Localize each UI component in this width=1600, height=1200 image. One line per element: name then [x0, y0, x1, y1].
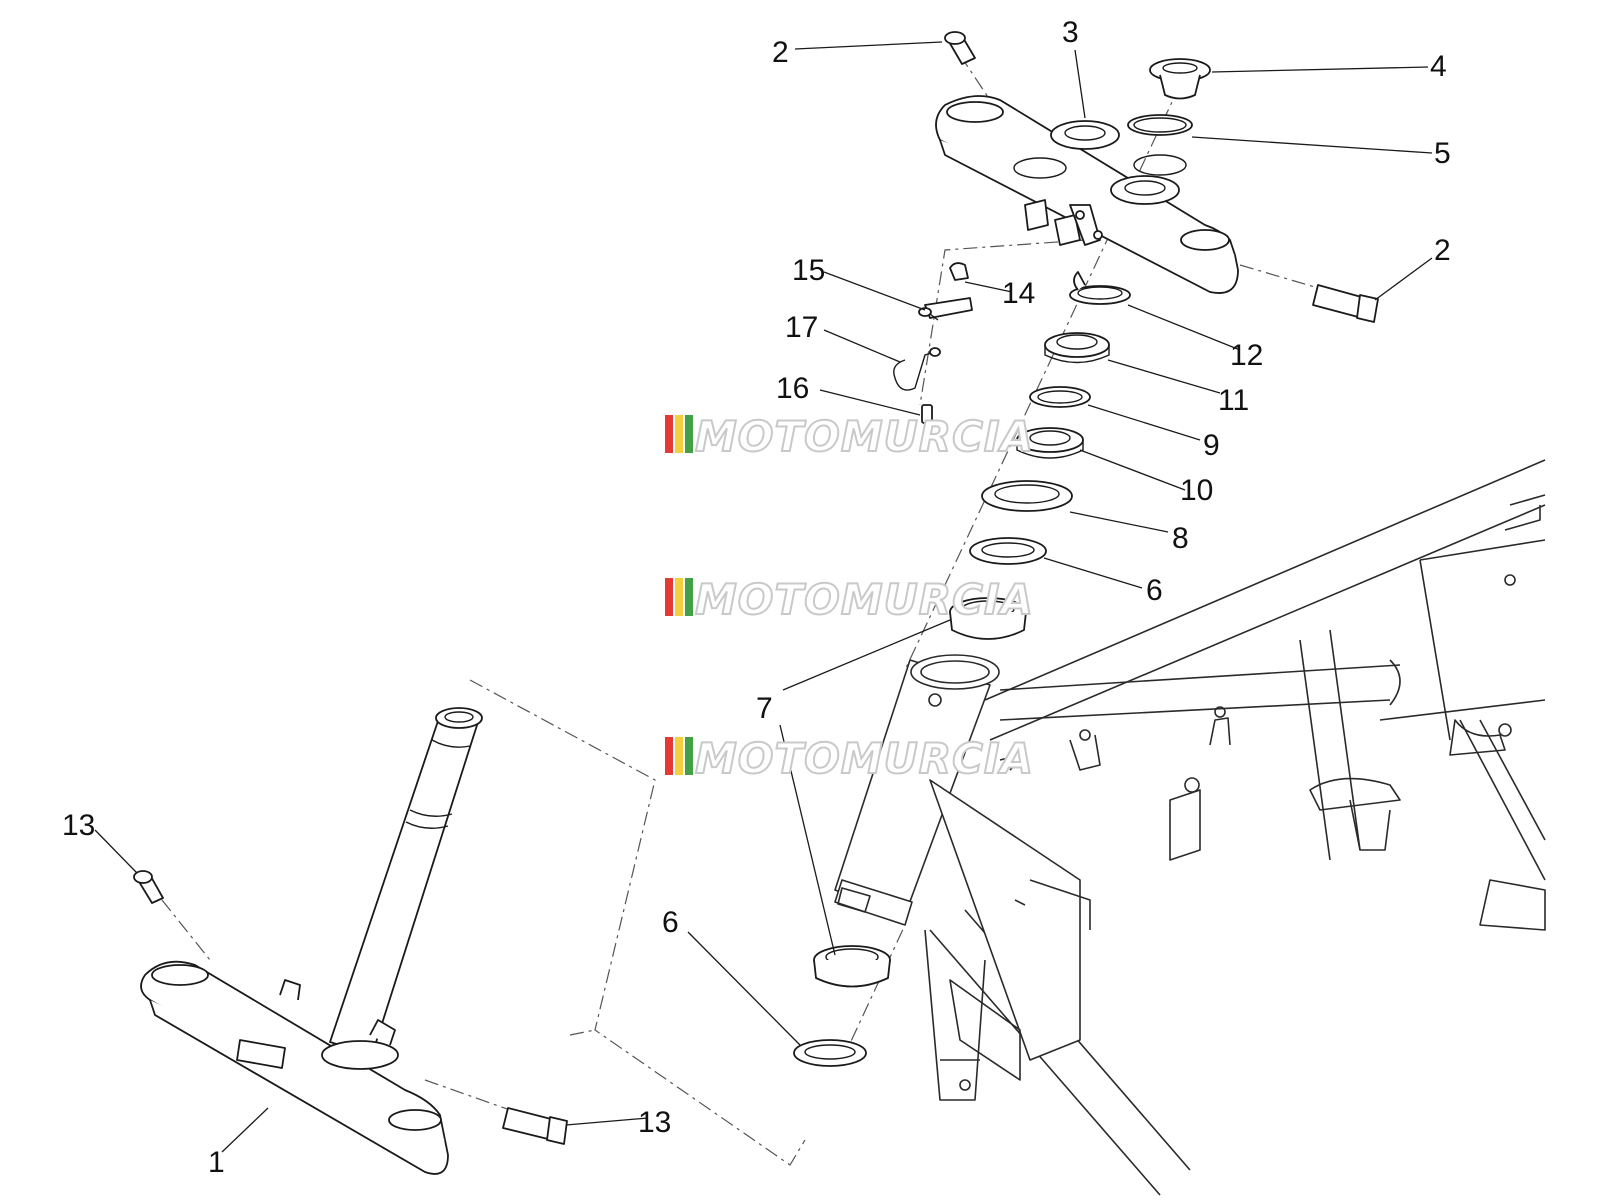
nut-4 — [1149, 58, 1211, 100]
callout-17: 17 — [785, 311, 818, 344]
seal-6-bottom — [793, 1039, 867, 1067]
seal-6-top — [969, 537, 1047, 565]
washer-9 — [1029, 386, 1091, 408]
callout-4: 4 — [1430, 50, 1447, 83]
watermark-stripe-green — [685, 578, 693, 616]
callout-10: 10 — [1180, 474, 1213, 507]
dust-cover-8 — [981, 480, 1073, 512]
watermark-stripe-green — [685, 737, 693, 775]
leader-lines — [94, 41, 1433, 1153]
watermark-2: MOTOMURCIA — [665, 574, 1034, 625]
watermark-text: MOTOMURCIA — [695, 575, 1034, 624]
callout-13-side: 13 — [638, 1106, 671, 1139]
washer-5 — [1127, 114, 1193, 136]
watermark-text: MOTOMURCIA — [695, 734, 1034, 783]
callout-12: 12 — [1230, 339, 1263, 372]
ring-nut-11 — [1044, 332, 1110, 364]
watermark-stripe-yellow — [675, 415, 683, 453]
callout-16: 16 — [776, 372, 809, 405]
watermark-stripe-red — [665, 737, 673, 775]
bolt-13-top — [133, 870, 164, 904]
watermark-stripe-green — [685, 415, 693, 453]
watermark-stripe-yellow — [675, 578, 683, 616]
callout-5: 5 — [1434, 137, 1451, 170]
callout-14: 14 — [1002, 277, 1035, 310]
callout-7: 7 — [756, 692, 773, 725]
lower-triple-clamp-stem — [140, 707, 483, 1175]
callout-2-top: 2 — [772, 36, 789, 69]
spring-clip-17 — [893, 347, 941, 391]
bolt-2-side — [1312, 284, 1379, 323]
callout-13-top: 13 — [62, 809, 95, 842]
watermark-stripe-yellow — [675, 737, 683, 775]
callout-11: 11 — [1218, 384, 1249, 417]
motorcycle-frame — [834, 459, 1546, 1196]
lock-bracket-14 — [924, 262, 973, 319]
watermark-stripe-red — [665, 578, 673, 616]
callout-6-bottom: 6 — [662, 906, 679, 939]
upper-triple-clamp — [935, 95, 1239, 294]
watermark-text: MOTOMURCIA — [695, 412, 1034, 461]
lock-washer-12 — [1069, 271, 1131, 305]
bearing-7-top — [949, 597, 1027, 640]
bolt-13-side — [502, 1107, 568, 1145]
callout-15: 15 — [792, 254, 825, 287]
watermark-stripe-red — [665, 415, 673, 453]
callout-9: 9 — [1203, 429, 1220, 462]
callout-8: 8 — [1172, 522, 1189, 555]
callout-2-side: 2 — [1434, 234, 1451, 267]
pin-16 — [921, 404, 933, 440]
watermark-3: MOTOMURCIA — [665, 733, 1034, 784]
bolt-2-top — [944, 31, 976, 65]
callout-6-top: 6 — [1146, 574, 1163, 607]
bearing-7-bottom — [813, 945, 891, 988]
screw-15 — [918, 307, 939, 321]
callout-labels: 2 3 4 5 2 15 14 12 17 11 16 9 10 8 6 7 1… — [62, 16, 1451, 1179]
callout-1: 1 — [208, 1146, 225, 1179]
callout-3: 3 — [1062, 16, 1079, 49]
watermark-1: MOTOMURCIA — [665, 411, 1034, 462]
